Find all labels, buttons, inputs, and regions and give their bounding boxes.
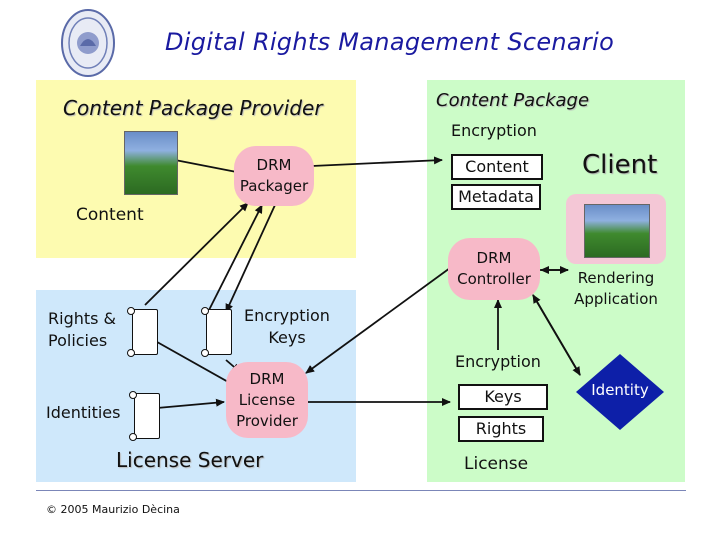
license-label: License — [464, 454, 528, 474]
rendering-content-image — [584, 204, 650, 258]
drm-license-provider-label: DRM License Provider — [230, 369, 304, 432]
drm-controller-label: DRM Controller — [449, 248, 539, 290]
footer-divider — [36, 490, 686, 491]
identities-label: Identities — [46, 403, 120, 422]
metadata-box: Metadata — [451, 184, 541, 210]
arrow-packager-to-content-package — [312, 160, 442, 166]
provider-heading: Content Package Provider — [63, 96, 323, 120]
encryption-keys-document-icon — [206, 309, 232, 355]
license-encryption-label: Encryption — [455, 352, 541, 371]
rendering-screen-icon — [566, 194, 666, 264]
drm-packager-label: DRM Packager — [239, 155, 309, 197]
rendering-application-label: Rendering Application — [566, 268, 666, 310]
license-server-heading: License Server — [116, 448, 263, 472]
content-package-heading: Content Package — [436, 90, 589, 111]
drm-license-provider-bubble: DRM License Provider — [226, 362, 308, 438]
rights-box: Rights — [458, 416, 544, 442]
arrow-rights-to-packager — [145, 203, 248, 305]
content-box: Content — [451, 154, 543, 180]
identities-document-icon — [134, 393, 160, 439]
drm-controller-bubble: DRM Controller — [448, 238, 540, 300]
copyright-footer: © 2005 Maurizio Dècina — [46, 503, 180, 516]
arrow-identities-to-license-provider — [157, 402, 224, 408]
encryption-label: Encryption — [451, 121, 537, 140]
rights-policies-label: Rights & Policies — [48, 308, 128, 352]
provider-content-label: Content — [76, 205, 144, 225]
encryption-keys-label: Encryption Keys — [240, 305, 334, 349]
arrow-packager-to-keys — [226, 205, 275, 312]
identity-label: Identity — [574, 381, 666, 399]
keys-box: Keys — [458, 384, 548, 410]
arrow-keys-to-packager — [207, 205, 262, 314]
rights-policies-document-icon — [132, 309, 158, 355]
content-image — [124, 131, 178, 195]
client-heading: Client — [582, 150, 657, 180]
drm-packager-bubble: DRM Packager — [234, 146, 314, 206]
